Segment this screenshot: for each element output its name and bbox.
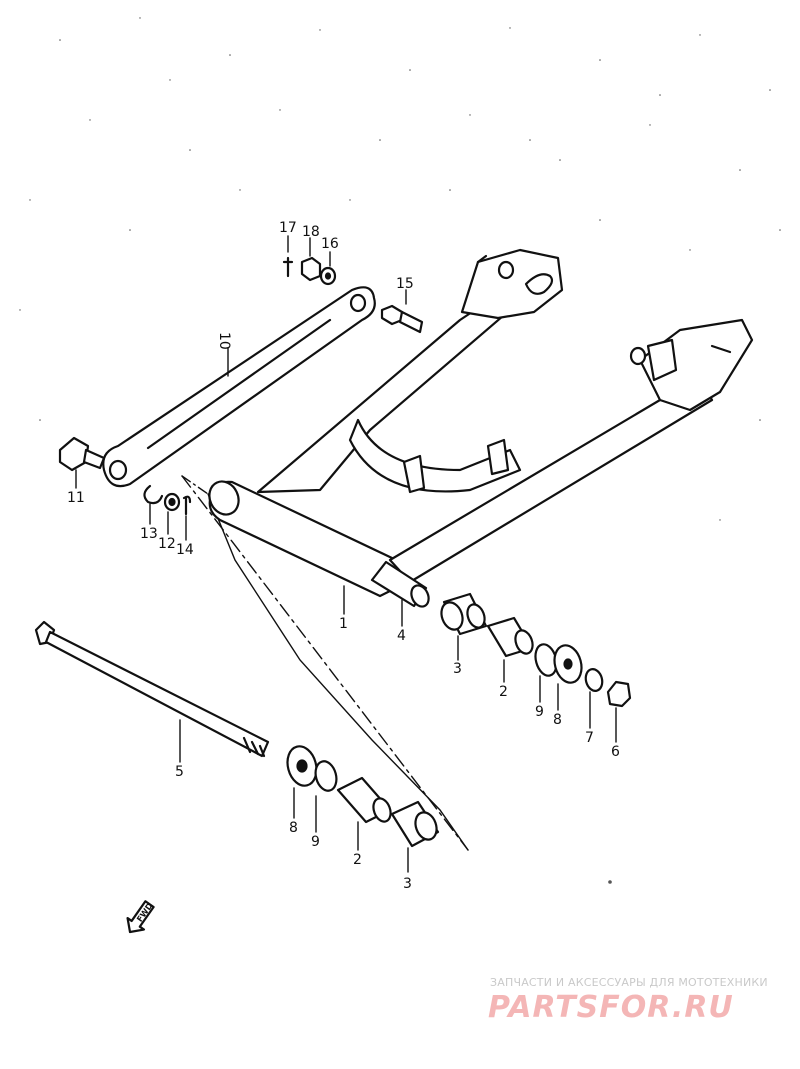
axis-centerline	[181, 475, 469, 851]
callout-1: 1	[339, 616, 348, 632]
callout-15: 15	[396, 276, 414, 292]
callout-6: 6	[611, 744, 620, 760]
callout-8-left: 8	[289, 820, 298, 836]
right-bearing-stack	[440, 592, 632, 708]
callout-2-right: 2	[499, 684, 508, 700]
callout-14: 14	[176, 542, 194, 558]
callout-7: 7	[585, 730, 594, 746]
pivot-shaft	[34, 620, 270, 758]
callout-12: 12	[158, 536, 176, 552]
left-bearing-stack	[286, 745, 440, 848]
callout-3-right: 3	[453, 661, 462, 677]
watermark-tagline: ЗАПЧАСТИ И АКСЕССУАРЫ ДЛЯ МОТОТЕХНИКИ	[490, 976, 768, 989]
callout-3-left: 3	[403, 876, 412, 892]
scan-noise	[19, 17, 781, 884]
callout-16: 16	[321, 236, 339, 252]
callout-5: 5	[175, 764, 184, 780]
callout-labels: 1 2 2 3 3 4 5 6 7 8 8 9 9 10 11 12 13 14…	[67, 220, 620, 892]
swingarm	[208, 248, 754, 598]
forward-direction-arrow: FWD	[126, 900, 155, 934]
callout-10: 10	[216, 332, 232, 350]
pivot-sleeve	[370, 560, 430, 608]
callout-9-right: 9	[535, 704, 544, 720]
torque-link-bolt	[58, 436, 106, 472]
torque-link	[102, 286, 376, 488]
callout-2-left: 2	[353, 852, 362, 868]
callout-17: 17	[279, 220, 297, 236]
leader-lines	[75, 235, 617, 873]
upper-fastener-group	[282, 256, 424, 334]
callout-11: 11	[67, 490, 85, 506]
callout-4: 4	[397, 628, 406, 644]
callout-13: 13	[140, 526, 158, 542]
watermark-logo: PARTSFOR.RU	[488, 990, 734, 1025]
clip-washer-group	[143, 484, 192, 516]
callout-8-right: 8	[553, 712, 562, 728]
callout-9-left: 9	[311, 834, 320, 850]
callout-18: 18	[302, 224, 320, 240]
